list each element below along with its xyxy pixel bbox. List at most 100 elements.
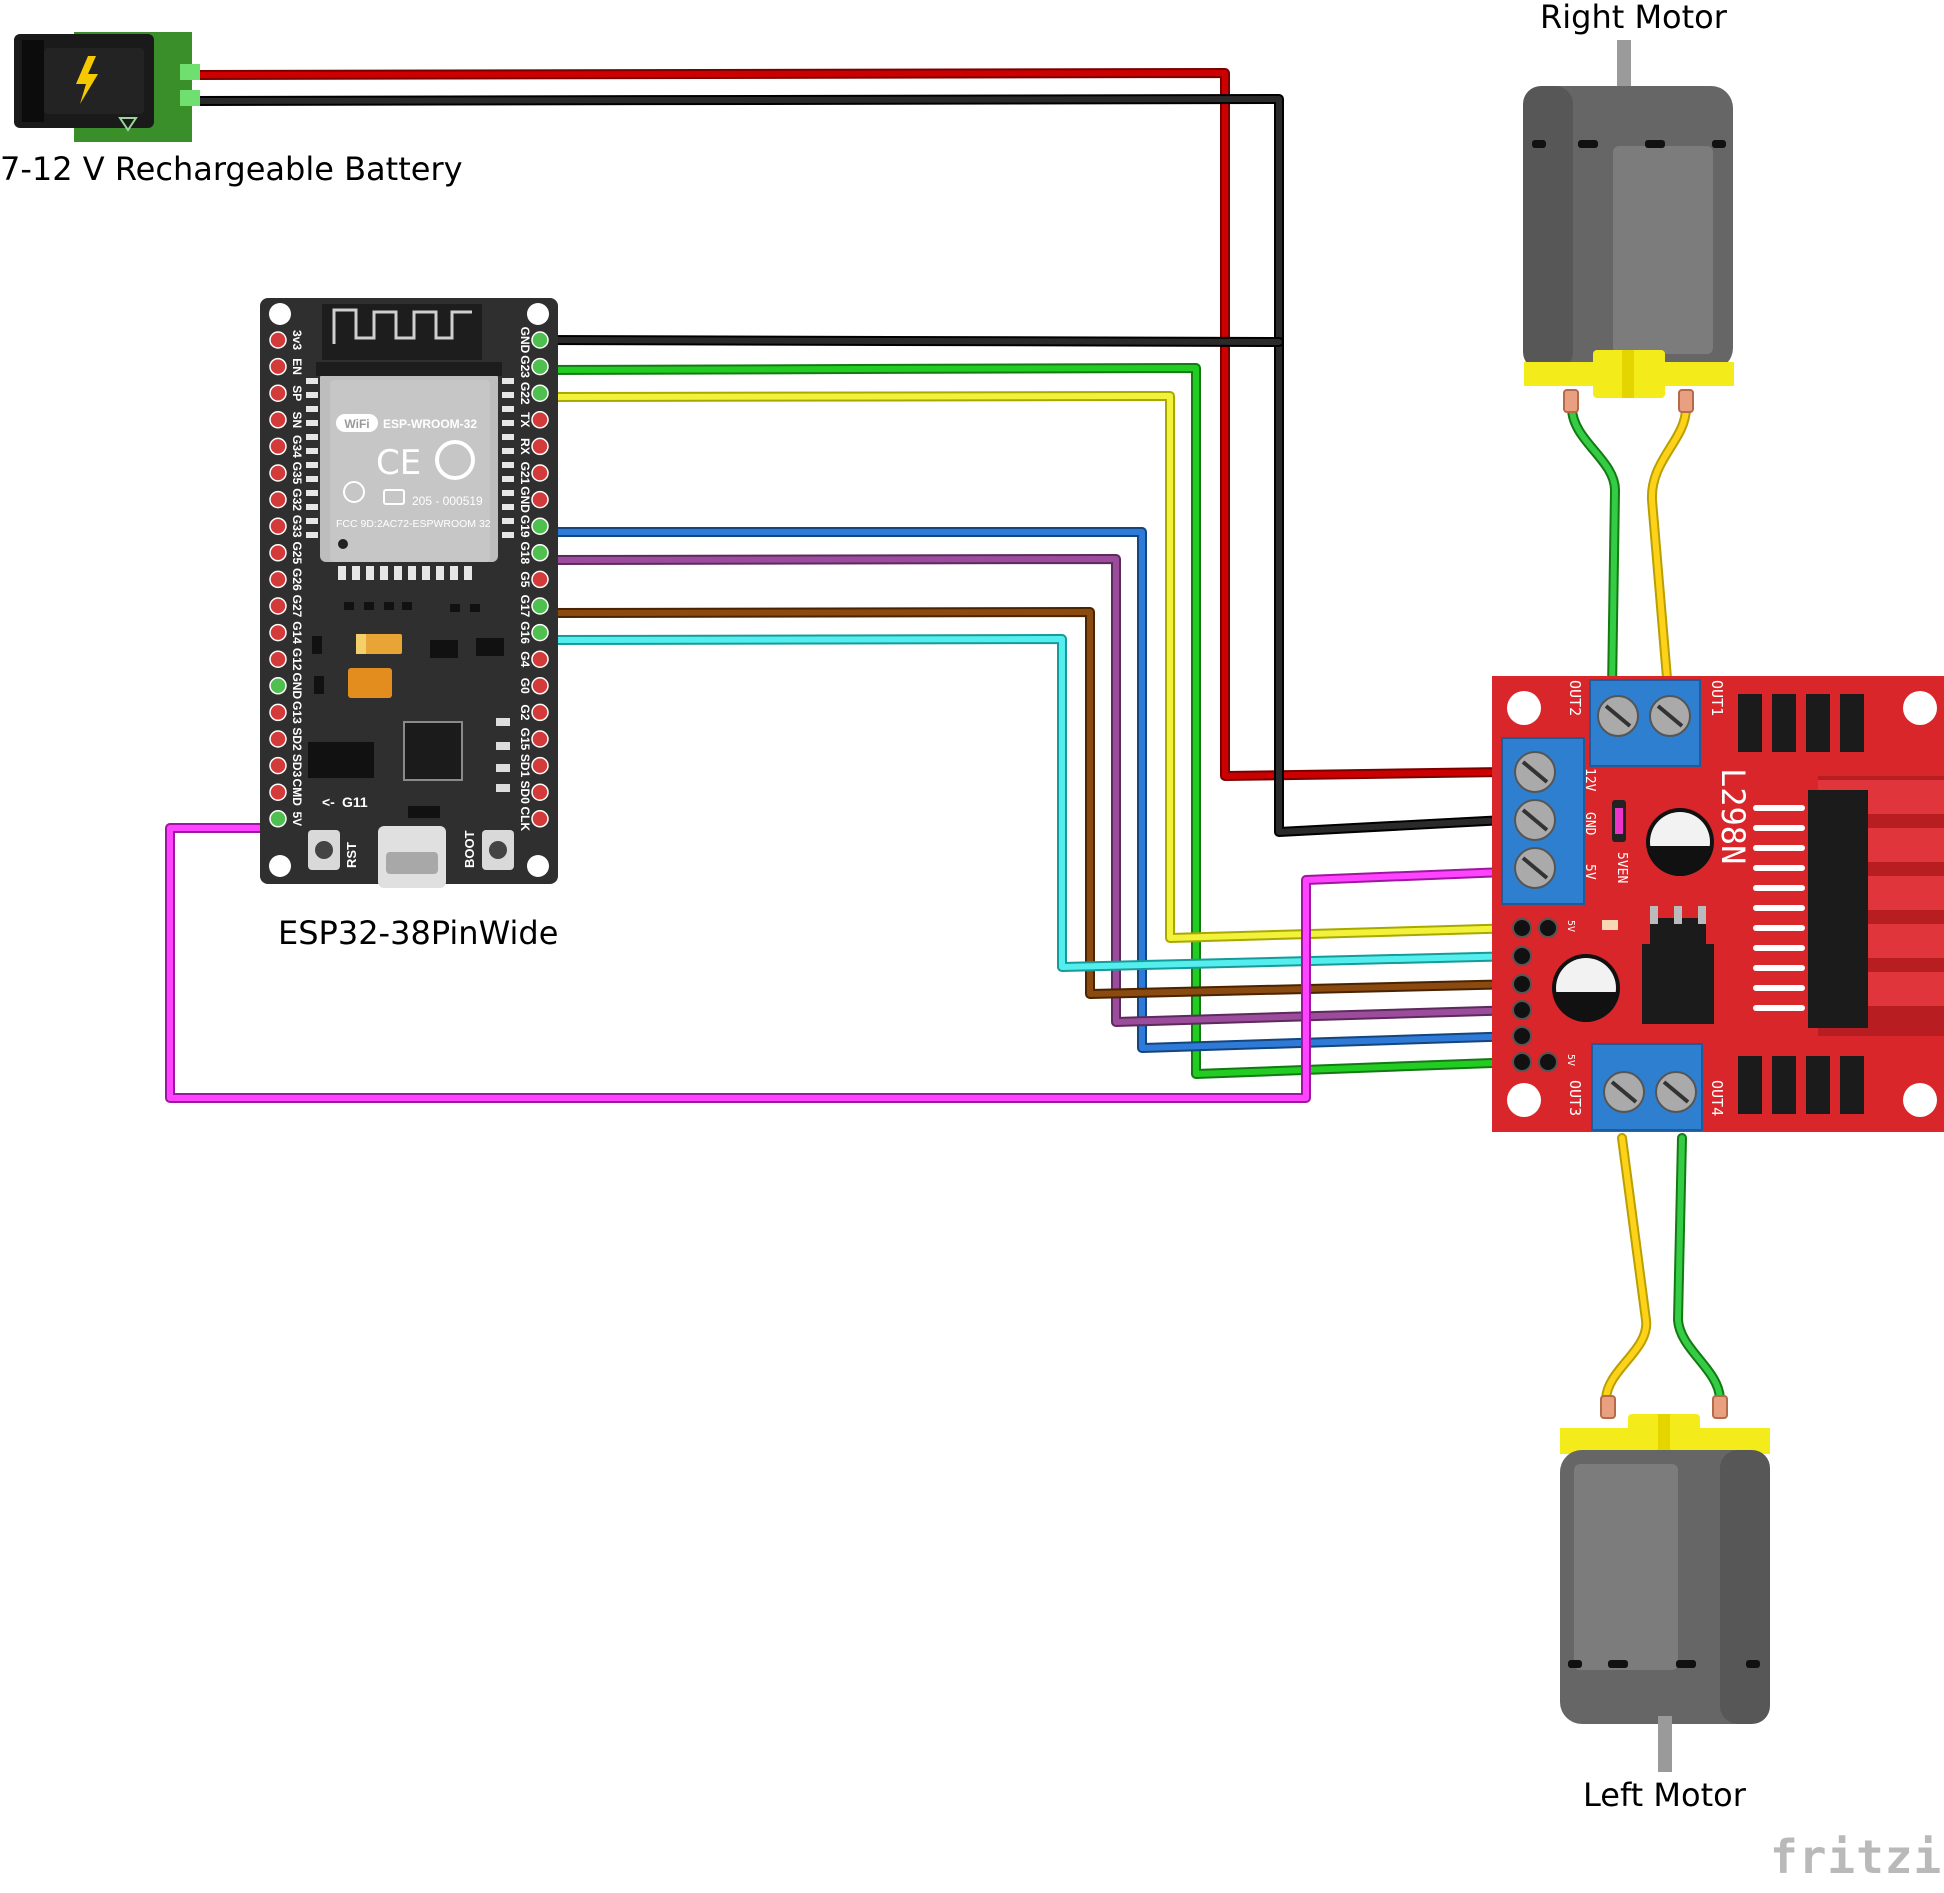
esp32-pin-label: G19 (518, 515, 532, 538)
esp32-pin-label: G16 (518, 621, 532, 644)
esp32-pin-pad (531, 544, 549, 562)
usb-chip (403, 721, 463, 781)
driver-header-pin (1512, 946, 1532, 966)
wire-green-g23 (535, 363, 1525, 1079)
esp32-pin-pad (269, 677, 287, 695)
esp32-pin-pad (269, 570, 287, 589)
chip-label: L298N (1714, 768, 1752, 864)
esp32-pin-pad (269, 357, 287, 376)
esp32-pin-pad (269, 437, 287, 456)
boot-label: BOOT (462, 830, 477, 868)
battery-jack (14, 32, 200, 142)
label-gnd: GND (1582, 812, 1597, 836)
module-name: ESP-WROOM-32 (383, 417, 477, 431)
esp32-pin-label: SD2 (290, 727, 304, 751)
esp32-pin-label: GND (290, 672, 304, 699)
esp32-pin-pad (269, 464, 287, 482)
esp32-pin-pad (269, 544, 287, 562)
esp32-pin-label: G5 (518, 571, 532, 587)
esp32-pin-label: SD3 (290, 754, 304, 778)
esp32-pin-pad (269, 623, 287, 642)
module-fcc: FCC 9D:2AC72-ESPWROOM 32 (336, 518, 491, 530)
esp32-pin-label: EN (290, 358, 304, 375)
esp32-board: WiFi ESP-WROOM-32 CE 205 - 000519 FCC 9D… (260, 298, 558, 888)
esp32-pin-label: G25 (290, 541, 304, 564)
fcc-logo-icon (435, 440, 475, 480)
module-cert: 205 - 000519 (412, 494, 483, 508)
capacitor-tantalum (356, 634, 402, 654)
driver-header-pin (1512, 974, 1532, 994)
wire-cyan-g16 (535, 634, 1525, 972)
esp32-pin-label: RX (518, 438, 532, 455)
header-5v-top: 5V (1565, 920, 1576, 932)
voltage-regulator (1642, 944, 1714, 1024)
wire-yellow-g22 (535, 391, 1525, 943)
esp32-pin-pad (269, 331, 287, 349)
esp32-pin-pad (531, 464, 549, 482)
esp32-pin-pad (531, 730, 549, 748)
esp32-pin-pad (531, 437, 549, 456)
header-5v-bot: 5V (1565, 1054, 1576, 1066)
esp32-pin-label: G26 (290, 568, 304, 591)
esp32-label: ESP32-38PinWide (278, 914, 559, 952)
esp32-pin-pad (531, 384, 549, 402)
g11-label: <- (322, 794, 335, 810)
esp32-pin-label: G15 (518, 728, 532, 751)
esp32-pin-pad (269, 411, 287, 429)
esp32-pin-label: G32 (290, 488, 304, 511)
label-5ven: 5VEN (1614, 852, 1629, 883)
out1-label: OUT1 (1708, 680, 1726, 716)
esp32-pin-label: G12 (290, 648, 304, 671)
esp32-pin-label: G27 (290, 595, 304, 618)
esp32-pin-pad (531, 756, 549, 775)
esp32-pin-pad (269, 650, 287, 668)
esp32-pin-pad (531, 783, 549, 801)
esp32-pin-label: G23 (518, 355, 532, 378)
esp32-pin-label: G33 (290, 515, 304, 538)
esp32-pin-label: SN (290, 411, 304, 428)
esp32-pin-label: SD0 (518, 781, 532, 805)
esp32-pin-label: G18 (518, 541, 532, 564)
left-motor-label: Left Motor (1583, 1776, 1746, 1814)
out3-label: OUT3 (1566, 1080, 1584, 1116)
out4-label: OUT4 (1708, 1080, 1726, 1116)
label-5v: 5V (1582, 864, 1597, 880)
esp32-pin-label: SP (290, 385, 304, 401)
esp32-pin-pad (531, 650, 549, 668)
left-motor (1560, 1395, 1770, 1772)
wifi-badge-text: WiFi (344, 417, 369, 431)
esp32-pin-label: G13 (290, 701, 304, 724)
esp32-pin-pad (531, 677, 549, 695)
esp32-pin-pad (269, 517, 287, 535)
esp32-pin-pad (531, 517, 549, 535)
out2-label: OUT2 (1566, 680, 1584, 716)
esp32-pin-pad (531, 597, 549, 615)
rst-label: RST (344, 842, 359, 868)
esp32-pin-pad (269, 783, 287, 801)
esp32-pin-label: TX (518, 412, 532, 427)
esp32-pin-pad (269, 490, 287, 509)
esp32-pin-pad (531, 411, 549, 429)
right-motor-label: Right Motor (1540, 0, 1727, 36)
esp32-pin-label: G22 (518, 382, 532, 405)
fritzing-watermark: fritzing (1770, 1830, 1944, 1884)
esp32-pin-label: G34 (290, 435, 304, 458)
esp32-pin-pad (269, 810, 287, 828)
driver-header-pin (1538, 918, 1558, 938)
esp32-pin-label: CMD (290, 779, 304, 807)
l298n-driver: OUT2 OUT1 12V GND 5V 5VEN L298N (1492, 676, 1944, 1132)
esp32-pin-label: SD1 (518, 754, 532, 778)
esp32-pin-label: 5V (290, 811, 304, 826)
esp32-pin-label: G4 (518, 651, 532, 667)
esp32-pin-label: G21 (518, 462, 532, 485)
esp32-pin-pad (269, 703, 287, 722)
esp32-pin-label: CLK (518, 806, 532, 831)
esp32-pin-pad (269, 597, 287, 615)
g11-text: G11 (342, 794, 368, 810)
esp32-pin-pad (531, 623, 549, 642)
driver-header-pin (1512, 918, 1532, 938)
esp32-pin-label: 3v3 (290, 330, 304, 350)
esp32-pin-label: GND (518, 486, 532, 513)
esp32-pin-pad (269, 384, 287, 402)
driver-header-pin (1512, 1026, 1532, 1046)
